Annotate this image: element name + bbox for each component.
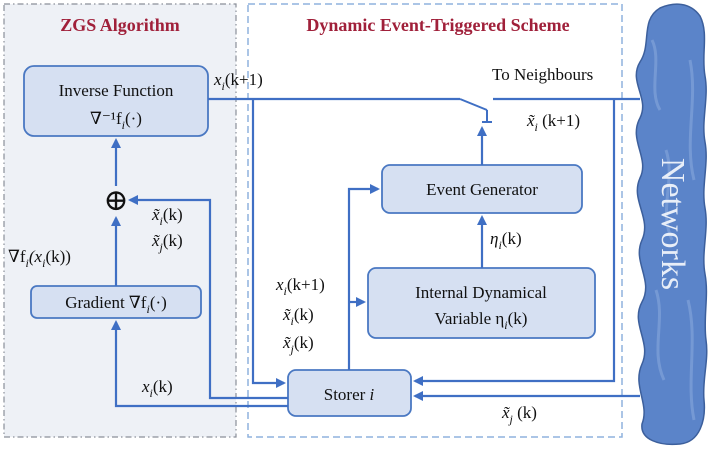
summation-node: ⊕ (103, 184, 128, 217)
label-xt-j-in: x̃j (k) (501, 403, 537, 426)
connections (111, 97, 640, 408)
label-xt-i-sum: x̃i(k) (151, 205, 183, 228)
storer-to-event-line (347, 184, 380, 370)
event-generator-label: Event Generator (426, 180, 538, 199)
broadcast-feedback-line (413, 99, 616, 386)
label-mid-x-next: xi(k+1) (275, 275, 325, 298)
label-xt-j-sum: x̃j(k) (151, 231, 183, 254)
trigger-switch (459, 98, 488, 111)
label-eta: ηi(k) (490, 229, 522, 252)
state-to-storer-line (251, 99, 286, 388)
internal-variable-expression: Variable ηi(k) (435, 309, 528, 332)
dets-title: Dynamic Event-Triggered Scheme (306, 15, 569, 35)
gradient-label: Gradient ∇fi(·) (65, 293, 167, 316)
network-cloud: Networks (635, 3, 708, 446)
network-label: Networks (654, 158, 691, 290)
label-to-neighbours: To Neighbours (492, 65, 593, 84)
storer-to-sum-line (128, 195, 288, 400)
inverse-function-block[interactable] (23, 65, 209, 137)
storer-label: Storer i (324, 385, 375, 404)
dets-panel (247, 3, 623, 438)
inverse-function-expression: ∇⁻¹fi(·) (90, 109, 142, 132)
label-gradient-value: ∇fi(xi(k)) (8, 247, 71, 270)
label-xt-next: x̃i (k+1) (526, 111, 580, 134)
label-mid-xt-i: x̃i(k) (282, 305, 314, 328)
internal-variable-title: Internal Dynamical (415, 283, 547, 302)
label-x-next: xi(k+1) (213, 70, 263, 93)
zgs-title: ZGS Algorithm (60, 15, 180, 35)
label-x-k: xi(k) (141, 377, 173, 400)
storer-to-gradient-line (111, 320, 288, 408)
label-mid-xt-j: x̃j(k) (282, 333, 314, 356)
inverse-function-title: Inverse Function (59, 81, 174, 100)
